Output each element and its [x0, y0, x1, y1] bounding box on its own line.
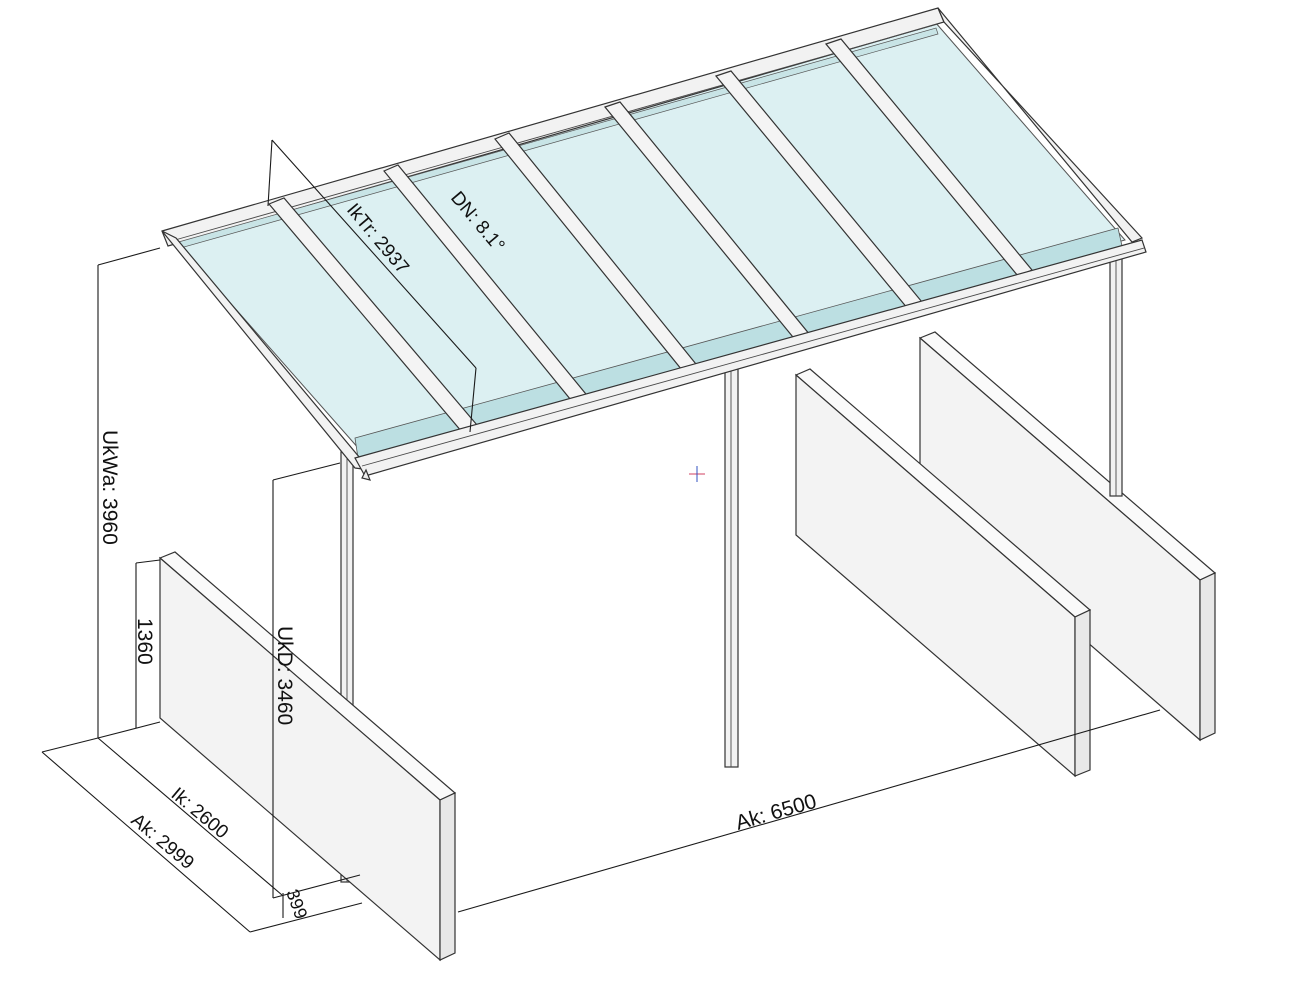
roof	[161, 7, 1147, 481]
rear-wall-middle	[794, 368, 1092, 778]
label-wall-height: 1360	[133, 618, 156, 665]
label-ukd: UkD: 3460	[273, 626, 296, 725]
crosshair-icon	[689, 466, 705, 482]
label-ak-depth: Ak: 2999	[127, 810, 198, 874]
label-overhang: 399	[282, 887, 311, 922]
label-ik-depth: Ik: 2600	[167, 784, 232, 844]
post-back-right	[1109, 257, 1123, 497]
post-middle	[724, 364, 739, 768]
dimension-lines	[41, 139, 1161, 933]
label-ukwa: UkWa: 3960	[98, 430, 121, 545]
front-wall-left	[158, 551, 457, 962]
rear-wall-right	[918, 331, 1217, 742]
label-ak-width: Ak: 6500	[733, 790, 819, 835]
